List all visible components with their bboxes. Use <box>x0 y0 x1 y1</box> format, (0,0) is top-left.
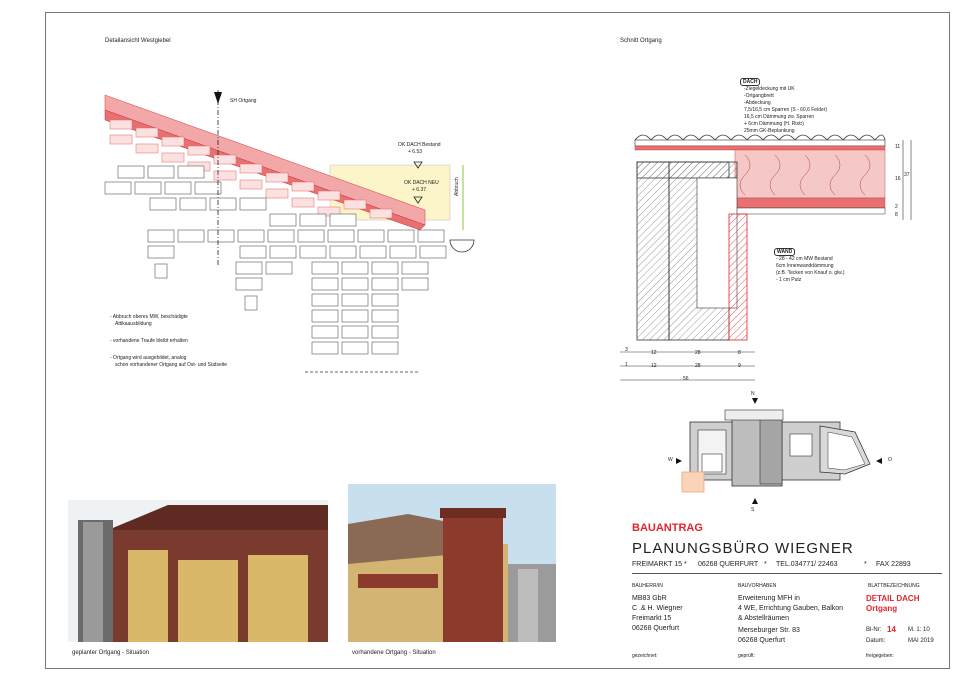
dim-right-3: 37 <box>904 172 910 178</box>
dim-right-5: 8 <box>895 212 898 218</box>
key-plan <box>676 398 882 504</box>
dim-row1-a: 3 <box>625 347 628 353</box>
bauantrag-title: BAUANTRAG <box>632 522 703 534</box>
dach-title: DACH <box>740 78 761 86</box>
section-drawing <box>620 134 912 381</box>
bl-nr-value: 14 <box>887 625 896 634</box>
bauherr-label: BAUHERR/IN <box>632 583 663 589</box>
datum-label: Datum: <box>866 638 886 644</box>
wand-title: WAND <box>774 248 796 256</box>
bl-nr-label: Bl-Nr: <box>866 627 882 633</box>
wand-line-4: - 1 cm Putz <box>776 277 802 283</box>
dim-right-1: 11 <box>895 144 901 150</box>
dach-line-6: + 6cm Dämmung (H. Rtxtr) <box>744 121 804 127</box>
address-tel: TEL.034771/ 22463 <box>776 561 838 568</box>
note-line-4: - Ortgang wird ausgebildet, analog <box>110 355 187 361</box>
vorhaben-line-1: Erweiterung MFH in <box>738 595 800 602</box>
dach-line-1: -Ziegeldeckung mit UK <box>744 86 795 92</box>
note-line-3: - vorhandene Traufe bleibt erhalten <box>110 338 188 344</box>
blatt-line-1: DETAIL DACH <box>866 594 920 603</box>
vorhaben-line-2: 4 WE, Errichtung Gauben, Balkon <box>738 605 844 612</box>
dim-row2-c: 28 <box>695 363 701 369</box>
dim-row2-a: 1 <box>625 362 628 368</box>
wand-line-2: 6cm Innenwanddämmung <box>776 263 834 269</box>
right-view-title: Schnitt Ortgang <box>620 38 662 44</box>
dim-row1-b: 12 <box>651 350 657 356</box>
massstab-value: M. 1: 10 <box>908 627 930 633</box>
photo-right-caption: vorhandene Ortgang - Situation <box>352 650 436 656</box>
vorhaben-label: BAUVORHABEN <box>738 583 777 589</box>
gable-elevation-drawing <box>104 90 475 373</box>
wand-line-1: - 28 - 42 cm MW Bestand <box>776 256 833 262</box>
dim-right-2: 16 <box>895 176 901 182</box>
address-sep-2: * <box>764 561 767 568</box>
photo-existing-image <box>348 484 556 642</box>
title-divider <box>632 573 942 574</box>
bauherr-line-1: MB83 GbR <box>632 595 667 602</box>
address-street: FREIMARKT 15 <box>632 561 683 568</box>
left-view-title: Detailansicht Westgiebel <box>105 38 171 44</box>
ok-dach-bestand-label: OK DACH Bestand <box>398 142 441 148</box>
vorhaben-line-4: Merseburger Str. 83 <box>738 627 800 634</box>
vorhaben-line-5: 06268 Querfurt <box>738 637 786 644</box>
dach-line-7: 25mm GK-Beplankung <box>744 128 795 134</box>
dim-row2-b: 12 <box>651 363 657 369</box>
ok-dach-neu-label: OK DACH NEU <box>404 180 439 186</box>
address-fax: FAX 22893 <box>876 561 911 568</box>
vorhaben-line-3: & Abstellräumen <box>738 615 789 622</box>
compass-n: N <box>751 391 755 397</box>
dach-line-2: -Ortgangbrett <box>744 93 774 99</box>
note-line-2: Attikaausbildung <box>115 321 152 327</box>
photo-planned-ortgang <box>68 500 328 642</box>
photo-existing-ortgang <box>348 484 556 642</box>
dim-right-4: 2 <box>895 204 898 210</box>
compass-s: S <box>751 507 755 513</box>
ok-dach-bestand-value: + 6.53 <box>408 149 423 155</box>
dim-row2-d: 9 <box>738 363 741 369</box>
bauherr-line-3: Freimarkt 15 <box>632 615 672 622</box>
firm-name: PLANUNGSBÜRO WIEGNER <box>632 540 854 557</box>
ok-dach-neu-value: + 6.37 <box>412 187 427 193</box>
note-line-5: schon vorhandener Ortgang auf Ost- und S… <box>115 362 228 368</box>
compass-w: W <box>668 457 673 463</box>
dim-total: 56 <box>683 376 689 382</box>
address-city: 06268 QUERFURT <box>698 561 759 568</box>
datum-value: MAI 2019 <box>908 638 934 644</box>
geprueft-label: geprüft: <box>738 653 755 659</box>
drawing-sheet <box>45 12 950 669</box>
dach-line-4: 7,5/16,5 cm Sparren (S - 60,6 Felder) <box>744 107 828 113</box>
blatt-label: BLATTBEZEICHNUNG <box>868 583 920 589</box>
blatt-line-2: Ortgang <box>866 604 898 613</box>
dach-line-5: 16,5 cm Dämmung zw. Sparren <box>744 114 815 120</box>
bauherr-line-4: 06268 Querfurt <box>632 625 680 632</box>
address-sep-3: * <box>864 561 867 568</box>
freigegeben-label: freigegeben: <box>866 653 894 659</box>
photo-planned-image <box>68 500 328 642</box>
dach-line-3: -Abdeckung <box>744 100 771 106</box>
dim-row1-c: 28 <box>695 350 701 356</box>
note-line-1: - Abbruch oberes MW, beschädigte <box>110 314 188 320</box>
bauherr-line-2: C .& H. Wiegner <box>632 605 683 612</box>
wand-line-3: (z.B. Tecken von Knauf o. glw.) <box>776 270 845 276</box>
address-sep-1: * <box>684 561 687 568</box>
compass-o: O <box>888 457 892 463</box>
sh-ortgang-label: SH Ortgang <box>230 98 257 104</box>
photo-left-caption: geplanter Ortgang - Situation <box>72 650 150 656</box>
abbruch-label: Abbruch <box>454 177 460 196</box>
gezeichnet-label: gezeichnet: <box>632 653 658 659</box>
dim-row1-d: 8 <box>738 350 741 356</box>
